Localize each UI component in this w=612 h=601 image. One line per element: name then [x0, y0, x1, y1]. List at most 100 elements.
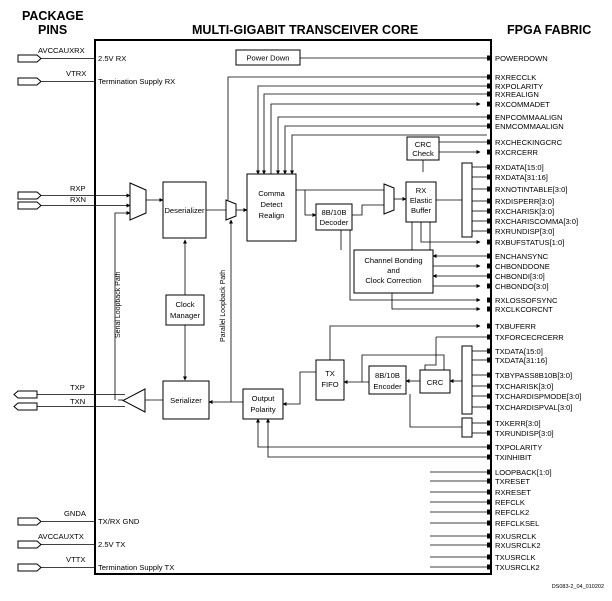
fabric-signal: TXRESET [487, 477, 530, 486]
signal-port [487, 444, 492, 450]
pin-name: GNDA [64, 509, 87, 518]
pin-label: TX/RX GND [98, 517, 140, 526]
signal-port [487, 499, 492, 505]
tx-fifo-block: TX FIFO [315, 359, 345, 401]
signal-label: CHBONDI[3:0] [495, 272, 545, 281]
signal-label: RXDISPERR[3:0] [495, 197, 554, 206]
signal-label: TXCHARDISPMODE[3:0] [495, 392, 582, 401]
fabric-signal: ENCHANSYNC [487, 252, 549, 261]
block-label: Manager [170, 311, 200, 320]
fabric-signal: TXCHARDISPMODE[3:0] [487, 392, 582, 401]
block-label: 8B/10B [322, 208, 347, 217]
left-pins: AVCCAUXRX 2.5V RX VTRX Termination Suppl… [13, 46, 175, 572]
fabric-signal: CHBONDI[3:0] [487, 272, 545, 281]
fabric-signal: POWERDOWN [487, 54, 548, 63]
signal-port [487, 74, 492, 80]
block-label: CRC [415, 140, 432, 149]
fabric-signal: RXBUFSTATUS[1:0] [487, 238, 564, 247]
pin-txn: TXN [13, 397, 125, 411]
tx-crc-block: CRC [419, 369, 451, 394]
fabric-signal: REFCLK [487, 498, 525, 507]
signal-label: TXUSRCLK [495, 553, 536, 562]
signal-port [487, 297, 492, 303]
tx-driver [121, 388, 146, 413]
block-label: Channel Bonding [364, 256, 422, 265]
decoder-block: 8B/10B Decoder [315, 203, 353, 231]
fabric-signal: RXLOSSOFSYNC [487, 296, 558, 305]
fabric-signal: TXUSRCLK2 [487, 563, 540, 572]
signal-port [487, 139, 492, 145]
signal-port [487, 383, 492, 389]
signal-label: POWERDOWN [495, 54, 548, 63]
fabric-signal: RXUSRCLK [487, 532, 536, 541]
signal-port [487, 208, 492, 214]
signal-port [487, 114, 492, 120]
rx-output-wires [472, 166, 487, 232]
serial-loopback-label: Serial Loopback Path [115, 271, 122, 338]
tx-input-wires [472, 350, 487, 408]
signal-label: TXBYPASS8B10B[3:0] [495, 371, 572, 380]
fabric-signal: TXINHIBIT [487, 453, 532, 462]
header-fpga-fabric: FPGA FABRIC [507, 23, 591, 37]
signal-port [487, 186, 492, 192]
block-label: and [387, 266, 400, 275]
signal-port [487, 228, 492, 234]
signal-label: REFCLK2 [495, 508, 529, 517]
signal-label: RXCHECKINGCRC [495, 138, 563, 147]
signal-label: RXRESET [495, 488, 531, 497]
signal-port [487, 348, 492, 354]
fabric-signal: CHBONDO[3:0] [487, 282, 549, 291]
signal-port [487, 564, 492, 570]
pin-label: Termination Supply RX [98, 77, 175, 86]
signal-port [487, 198, 492, 204]
signal-label: TXDATA[15:0] [495, 347, 543, 356]
fabric-signal: RXRECCLK [487, 73, 536, 82]
rx-control-wires [227, 76, 487, 200]
block-label: Detect [261, 200, 284, 209]
fabric-signal: RXNOTINTABLE[3:0] [487, 185, 567, 194]
pin-name: AVCCAUXTX [38, 532, 84, 541]
block-label: Output [252, 394, 276, 403]
header-package: PACKAGE [22, 9, 84, 23]
signal-port [487, 239, 492, 245]
block-label: Check [412, 149, 434, 158]
block-label: Realign [259, 211, 285, 220]
signal-port [487, 306, 492, 312]
crc-check-block: CRC Check [406, 136, 487, 172]
pin-name: RXN [70, 195, 86, 204]
serializer-block: Serializer [162, 380, 210, 420]
signal-port [487, 469, 492, 475]
signal-port [487, 263, 492, 269]
signal-label: TXKERR[3:0] [495, 419, 541, 428]
signal-label: RXCHARISCOMMA[3:0] [495, 217, 578, 226]
fabric-signal: TXFORCECRCERR [487, 333, 564, 342]
signal-label: ENCHANSYNC [495, 252, 549, 261]
rx-loopback-mux [225, 199, 237, 221]
block-label: Clock [176, 300, 195, 309]
fabric-signal: RXREALIGN [487, 90, 539, 99]
signal-port [487, 218, 492, 224]
fabric-signal: RXRESET [487, 488, 531, 497]
signal-port [487, 83, 492, 89]
rx-input-mux [129, 182, 147, 221]
parallel-loopback-label: Parallel Loopback Path [220, 270, 227, 342]
signal-port [487, 101, 492, 107]
signal-port [487, 454, 492, 460]
signal-label: TXDATA[31:16] [495, 356, 547, 365]
fabric-signal: RXCRCERR [487, 148, 539, 157]
block-label: 8B/10B [375, 371, 400, 380]
block-label: Serializer [170, 396, 202, 405]
signal-label: RXLOSSOFSYNC [495, 296, 558, 305]
signal-label: ENMCOMMAALIGN [495, 122, 564, 131]
pin-name: VTRX [66, 69, 86, 78]
signal-port [487, 489, 492, 495]
clock-manager-block: Clock Manager [165, 294, 205, 326]
fabric-signal: ENMCOMMAALIGN [487, 122, 564, 131]
signal-label: CHBONDO[3:0] [495, 282, 549, 291]
signal-label: REFCLK [495, 498, 525, 507]
figure-id: DS083-2_04_010202 [552, 584, 604, 590]
signal-label: TXINHIBIT [495, 453, 532, 462]
fabric-signal: LOOPBACK[1:0] [487, 468, 552, 477]
